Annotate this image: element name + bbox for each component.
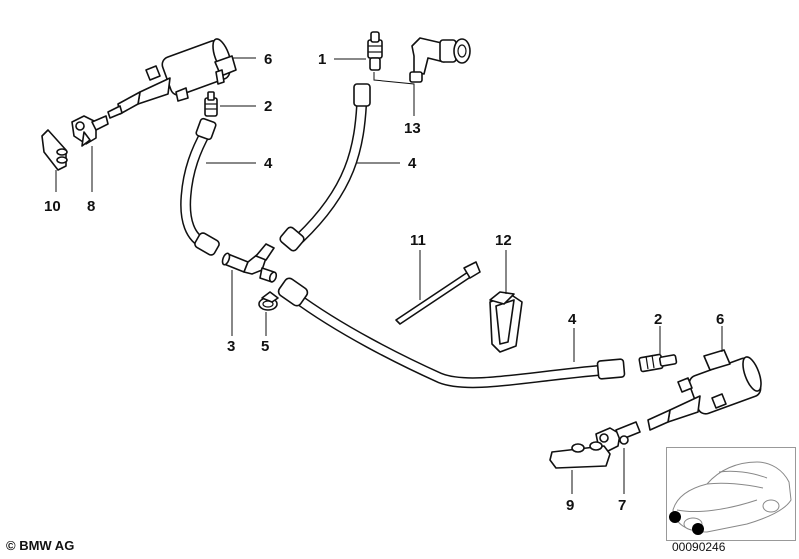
callout-8: 8	[87, 198, 95, 215]
callout-13: 13	[404, 120, 421, 137]
callout-7: 7	[618, 497, 626, 514]
callout-4-right: 4	[568, 311, 577, 328]
callout-2-left: 2	[264, 98, 272, 115]
nozzle-part-1	[367, 31, 383, 71]
callout-9: 9	[566, 497, 574, 514]
leader-lines	[55, 57, 723, 494]
elbow-connector-13	[409, 37, 471, 83]
callout-6-right: 6	[716, 311, 724, 328]
hose-clamp	[258, 291, 279, 311]
hose-connector-left	[204, 91, 218, 117]
callout-6-left: 6	[264, 51, 272, 68]
callout-11: 11	[410, 232, 426, 249]
callout-4-left: 4	[264, 155, 273, 172]
hose-connector-right	[638, 353, 678, 373]
cover-cap-right	[549, 441, 611, 469]
cover-cap-left	[41, 129, 68, 171]
diagram-id-label: 00090246	[672, 540, 726, 554]
hose-clip	[489, 291, 523, 353]
location-marker-right-icon	[692, 523, 704, 535]
car-outline-icon	[672, 461, 792, 533]
hose-middle	[279, 83, 371, 252]
hose-long	[277, 277, 626, 389]
nozzle-holder-left	[71, 115, 109, 147]
callout-1: 1	[318, 51, 326, 68]
callout-4-middle: 4	[408, 155, 417, 172]
nozzle-holder-right	[595, 421, 641, 453]
copyright-label: © BMW AG	[6, 538, 75, 553]
location-marker-left-icon	[669, 511, 681, 523]
hose-left	[180, 117, 220, 256]
callout-12: 12	[495, 232, 512, 249]
callout-5: 5	[261, 338, 269, 355]
vehicle-location-thumbnail	[666, 447, 796, 541]
callout-10: 10	[44, 198, 61, 215]
callout-2-right: 2	[654, 311, 662, 328]
cable-tie	[395, 261, 481, 325]
washer-pump-right	[647, 349, 762, 431]
t-piece	[221, 243, 278, 283]
washer-pump-left	[107, 38, 237, 119]
callout-3: 3	[227, 338, 235, 355]
